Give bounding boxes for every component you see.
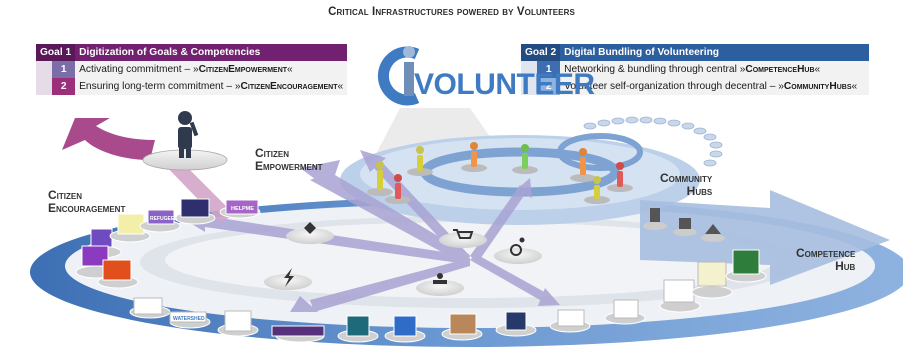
citizen-pedestal [142, 111, 228, 171]
goal1-item-number: 1 [52, 61, 76, 78]
hand-heart-icon [286, 222, 334, 244]
org-logo-tile [169, 311, 211, 329]
lightning-icon [264, 268, 312, 290]
goal2-item: Networking & bundling through central »C… [560, 61, 869, 78]
competence-hub-label: Competence Hub [796, 246, 856, 273]
goal1-item-number: 2 [52, 78, 76, 95]
building-icon [643, 208, 667, 230]
org-logo-tile [139, 209, 181, 233]
logo-text: VOLUNTEER [414, 68, 595, 101]
volunteer-figure-icon [607, 162, 633, 192]
goal2-item-number: 2 [537, 78, 561, 95]
goal1-heading: Digitization of Goals & Competencies [75, 44, 348, 61]
org-helpme-label: HELPME [231, 206, 254, 212]
page-title: Critical Infrastructures powered by Volu… [328, 6, 575, 18]
community-hubs-label: Community Hubs [660, 171, 713, 198]
org-logo-tile [725, 249, 767, 283]
volunteer-figure-icon [367, 161, 393, 196]
org-logo-tile [129, 297, 171, 319]
volunteer-figures [367, 142, 633, 204]
hub-buildings [643, 208, 725, 242]
org-logo-tile [271, 325, 325, 343]
volunteer-figure-icon [570, 148, 596, 182]
wheelchair-icon [494, 237, 542, 264]
org-logo-tile [691, 261, 733, 299]
caregiving-icon [416, 273, 464, 296]
org-logo-tile [659, 279, 701, 313]
empowerment-arrows [185, 150, 560, 312]
citizen-encouragement-label: Citizen Encouragement [48, 188, 126, 215]
goal1-label: Goal 1 [36, 44, 76, 61]
org-logo-tile [97, 259, 139, 289]
goal2-table: Goal 2 Digital Bundling of Volunteering … [521, 44, 869, 95]
service-clouds [264, 222, 542, 296]
logo-mark-icon [377, 46, 420, 106]
org-logo-tiles [75, 198, 767, 343]
org-refugees-label: REFUGEES [150, 216, 178, 222]
building-icon [701, 224, 725, 242]
org-logo-tile [174, 198, 216, 225]
volunteer-figure-icon [407, 146, 433, 176]
civolunteer-logo: VOLUNTEER [373, 40, 595, 110]
org-logo-tile [549, 309, 591, 333]
volunteer-figure-icon [584, 176, 610, 204]
goal2-item: Volunteer self-organization through dece… [560, 78, 869, 95]
person-icon [178, 111, 199, 158]
goal1-item: Ensuring long-term commitment – »Citizen… [75, 78, 348, 95]
org-logo-tile [441, 313, 483, 341]
org-logo-tile [384, 315, 426, 343]
volunteer-figure-icon [512, 144, 538, 174]
citizen-empowerment-label: Citizen Empowerment [255, 146, 323, 173]
building-icon [673, 218, 697, 236]
volunteer-figure-icon [385, 174, 411, 204]
community-small-ring [557, 133, 643, 171]
org-watershed-label: WATERSHED [173, 316, 205, 322]
org-logo-tile [337, 315, 379, 343]
goal2-label: Goal 2 [521, 44, 561, 61]
goal2-item-number: 1 [537, 61, 561, 78]
goal1-table: Goal 1 Digitization of Goals & Competenc… [36, 44, 348, 95]
goal1-item: Activating commitment – »CitizenEmpowerm… [75, 61, 348, 78]
org-logo-tile [495, 311, 537, 337]
org-logo-tile [217, 310, 259, 337]
org-logo-tile [604, 299, 646, 325]
cart-icon [439, 229, 487, 248]
org-logo-tile [219, 199, 261, 219]
goal2-heading: Digital Bundling of Volunteering [560, 44, 869, 61]
hub-arrow [640, 190, 890, 285]
volunteer-figure-icon [461, 142, 487, 172]
